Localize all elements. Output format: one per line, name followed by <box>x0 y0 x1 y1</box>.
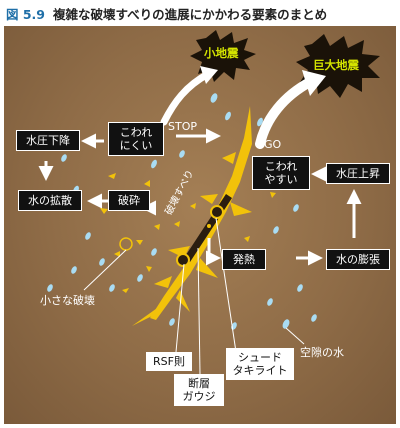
hard-to-break-box: こわれ にくい <box>108 122 164 156</box>
flow-arrows <box>38 128 362 266</box>
pseudotachylyte-box: シュード タキライト <box>226 348 294 380</box>
figure-title: 図 5.9 複雑な破壊すべりの進展にかかわる要素のまとめ <box>6 4 396 24</box>
pore-water-label: 空隙の水 <box>300 346 344 359</box>
large-quake-label: 巨大地震 <box>313 58 359 72</box>
water-diffusion-box: 水の拡散 <box>18 190 82 211</box>
go-label: GO <box>264 138 282 151</box>
pressure-drop-box: 水圧下降 <box>16 130 80 151</box>
fault-gouge-box: 断層 ガウジ <box>174 374 224 406</box>
water-expansion-box: 水の膨張 <box>326 249 390 270</box>
stop-label: STOP <box>168 120 197 133</box>
diagram-graphics <box>38 30 380 375</box>
easy-to-break-box: こわれ やすい <box>252 156 310 190</box>
small-fracture-marker <box>119 237 133 251</box>
pressure-rise-box: 水圧上昇 <box>326 163 390 184</box>
small-fracture-label: 小さな破壊 <box>40 294 95 307</box>
arrow-to-large-quake <box>255 77 315 149</box>
figure-caption: 複雑な破壊すべりの進展にかかわる要素のまとめ <box>53 7 328 22</box>
fault-zone-core <box>176 194 232 267</box>
heat-generation-box: 発熱 <box>222 249 266 270</box>
fault-crack <box>132 106 252 326</box>
rsf-law-box: RSF則 <box>146 352 192 371</box>
diagram-panel: 小地震 巨大地震 水圧下降 こわれ にくい 水の拡散 破砕 こわれ やすい 水圧… <box>4 26 396 424</box>
arrow-to-small-quake <box>160 70 212 126</box>
fracture-box: 破砕 <box>108 190 150 211</box>
figure-number: 図 5.9 <box>6 7 45 22</box>
small-quake-label: 小地震 <box>204 46 239 60</box>
